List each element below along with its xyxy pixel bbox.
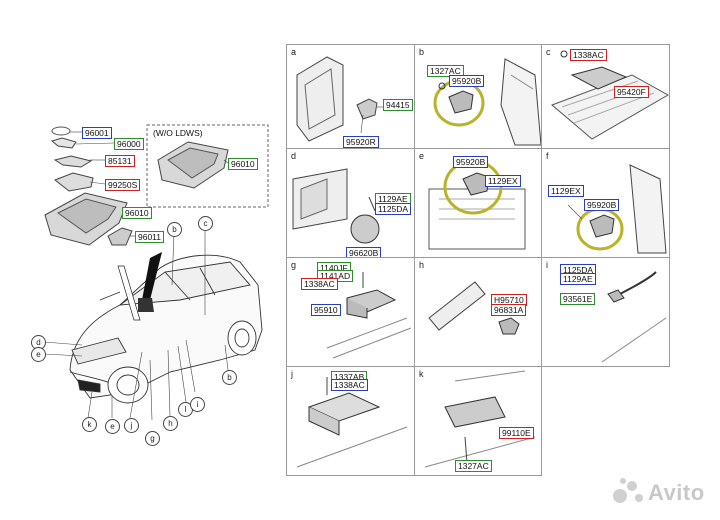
callout-b-bottom: b xyxy=(222,370,237,385)
car-body xyxy=(69,254,263,404)
part-label-96010-wo-ldws: 96010 xyxy=(228,158,258,170)
part-label-1129AE-i: 1129AE xyxy=(560,273,596,285)
cell-j: j 1337AB 1338AC xyxy=(286,366,415,476)
cell-letter: j xyxy=(291,369,293,379)
part-clip xyxy=(53,155,93,168)
cell-letter: i xyxy=(546,260,548,270)
cell-d: d 1129AE 1125DA 96620B xyxy=(286,148,415,259)
cell-letter: a xyxy=(291,47,297,57)
part-console-small xyxy=(107,227,133,246)
callout-b-top: b xyxy=(167,222,182,237)
cell-i: i 1125DA 1129AE 93561E xyxy=(541,257,670,367)
part-label-1338AC-c: 1338AC xyxy=(570,49,607,61)
part-label-1338AC-j: 1338AC xyxy=(331,379,368,391)
part-ring xyxy=(51,126,71,136)
part-label-95420F: 95420F xyxy=(614,86,649,98)
callout-c: c xyxy=(198,216,213,231)
part-label-1327AC: 1327AC xyxy=(427,65,464,77)
part-label-94415: 94415 xyxy=(383,99,413,111)
part-label-96001: 96001 xyxy=(82,127,112,139)
cell-e: e 95920B 1129EX xyxy=(414,148,542,258)
cell-g: g 1140JF 1141AD 1338AC 95910 xyxy=(286,257,415,367)
part-label-1338AC-g: 1338AC xyxy=(301,278,338,290)
part-label-99250S: 99250S xyxy=(105,179,141,191)
callout-k: k xyxy=(82,417,97,432)
callout-h: h xyxy=(163,416,178,431)
cell-b: b 1327AC 95920B xyxy=(414,44,542,149)
part-label-95920B-b: 95920B xyxy=(449,75,485,87)
cell-letter: f xyxy=(546,151,549,161)
cell-c: c 1338AC 95420F xyxy=(541,44,670,149)
cell-letter: c xyxy=(546,47,551,57)
part-label-1125DA-d: 1125DA xyxy=(375,203,412,215)
cell-letter: b xyxy=(419,47,425,57)
callout-j: j xyxy=(124,418,139,433)
part-label-85131: 85131 xyxy=(105,155,135,167)
part-label-95920R: 95920R xyxy=(343,136,379,148)
cell-letter: g xyxy=(291,260,297,270)
part-cover xyxy=(54,172,94,192)
part-label-1129EX-f: 1129EX xyxy=(548,185,584,197)
cell-letter: h xyxy=(419,260,425,270)
callout-e-left: e xyxy=(31,347,46,362)
wo-ldws-label: (W/O LDWS) xyxy=(153,128,203,138)
cell-f: f 1129EX 95920B xyxy=(541,148,670,258)
wo-ldws-dashed-box xyxy=(146,124,269,208)
part-label-1129EX-e: 1129EX xyxy=(485,175,521,187)
callout-e: e xyxy=(105,419,120,434)
part-label-95910: 95910 xyxy=(311,304,341,316)
part-label-96000: 96000 xyxy=(114,138,144,150)
pointer-arrow xyxy=(142,252,162,300)
cell-letter: k xyxy=(419,369,424,379)
cell-a: a 94415 95920R xyxy=(286,44,415,149)
part-bracket xyxy=(50,137,77,149)
callout-g: g xyxy=(145,431,160,446)
avito-watermark: Avito xyxy=(648,480,705,505)
part-label-93561E: 93561E xyxy=(560,293,596,305)
part-label-96831A: 96831A xyxy=(491,304,527,316)
part-label-99110E: 99110E xyxy=(499,427,534,439)
avito-logo-icon xyxy=(613,478,643,503)
cell-h: h H95710 96831A xyxy=(414,257,542,367)
part-label-95920B-f: 95920B xyxy=(584,199,620,211)
callout-i: i xyxy=(190,397,205,412)
cell-k: k 99110E 1327AC xyxy=(414,366,542,476)
part-label-96011: 96011 xyxy=(135,231,165,243)
cell-letter: d xyxy=(291,151,297,161)
part-label-96010: 96010 xyxy=(122,207,152,219)
part-label-1327AC-k: 1327AC xyxy=(455,460,492,472)
cell-letter: e xyxy=(419,151,425,161)
part-label-95920B-e: 95920B xyxy=(453,156,489,168)
